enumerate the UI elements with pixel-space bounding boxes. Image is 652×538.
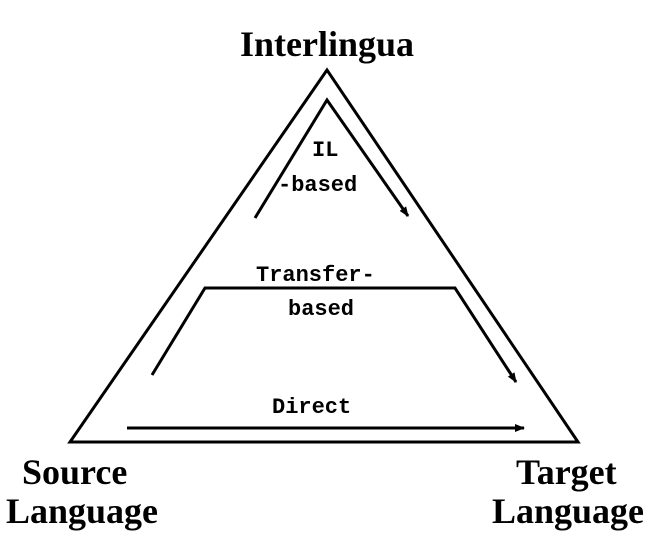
transfer-based-path-arrow: [150, 286, 518, 383]
il-based-label-line1: IL: [312, 138, 339, 163]
transfer-based-label-line1: Transfer-: [256, 263, 375, 288]
apex-label-interlingua: Interlingua: [239, 24, 415, 64]
pyramid-outline: [67, 67, 581, 444]
transfer-based-label-line2: based: [288, 297, 355, 322]
il-based-path-arrow: [253, 97, 410, 219]
il-based-label-line2: -based: [278, 173, 358, 198]
source-language-label-line1: Source: [22, 452, 128, 492]
direct-label: Direct: [272, 395, 352, 420]
target-language-label-line1: Target: [516, 452, 617, 492]
source-language-label-line2: Language: [6, 491, 159, 531]
target-language-label-line2: Language: [492, 491, 645, 531]
